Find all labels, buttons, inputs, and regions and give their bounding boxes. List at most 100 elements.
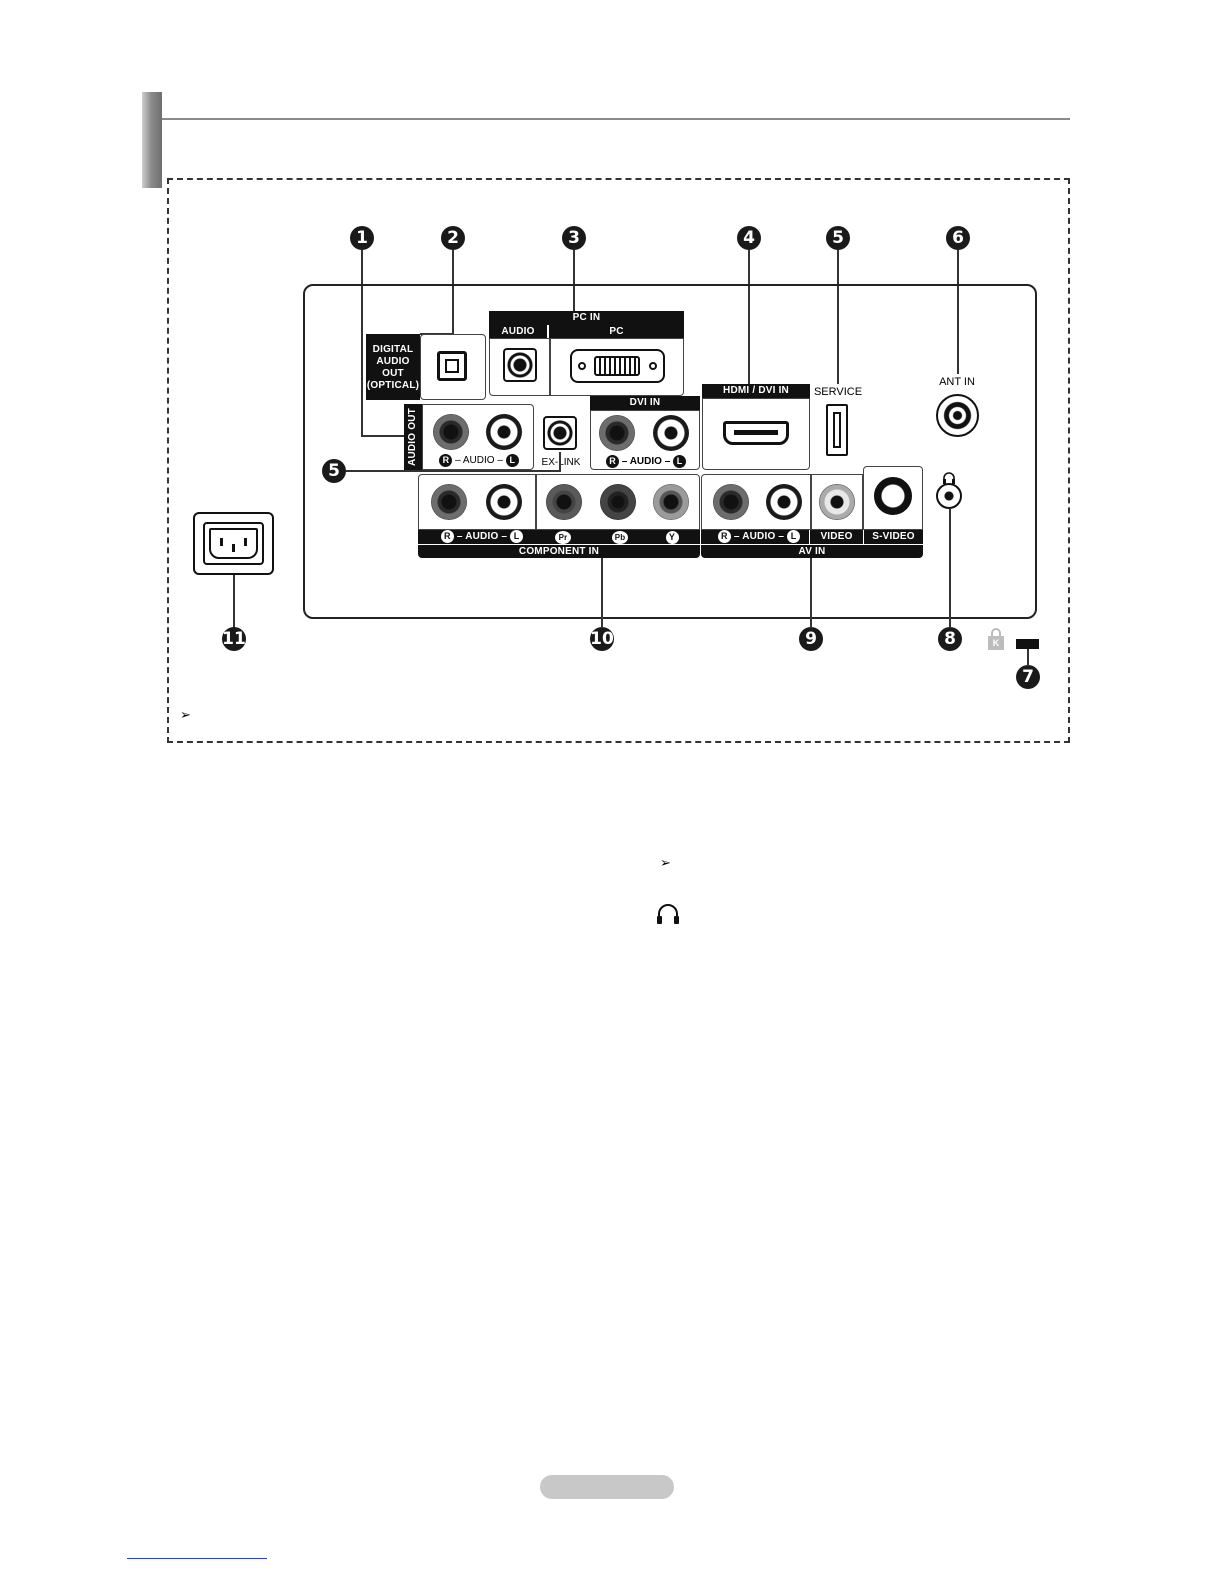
av-in-label: AV IN — [701, 544, 923, 558]
audio-out-row-label: R – AUDIO – L — [429, 454, 529, 468]
footer-link-underline[interactable] — [127, 1558, 267, 1559]
digital-audio-out-line-2: AUDIO — [366, 356, 420, 368]
component-in-label: COMPONENT IN — [418, 544, 700, 558]
leader-7 — [1027, 648, 1029, 666]
section-sidebar-bar — [142, 92, 162, 188]
l-badge: L — [506, 454, 519, 467]
component-box — [418, 474, 700, 530]
av-r-badge: R — [718, 530, 731, 543]
av-label-strip: R – AUDIO – L VIDEO S-VIDEO AV IN — [701, 530, 923, 558]
component-audio-text: – AUDIO – — [457, 531, 507, 542]
leader-9 — [810, 558, 812, 628]
ant-in-label: ANT IN — [927, 376, 987, 390]
audio-out-label: AUDIO OUT — [405, 404, 421, 470]
callout-1: 1 — [350, 226, 374, 250]
ant-in-port[interactable] — [936, 394, 979, 437]
callout-2: 2 — [441, 226, 465, 250]
pc-label: PC — [549, 325, 684, 338]
service-label: SERVICE — [808, 386, 868, 400]
callout-10: 10 — [590, 627, 614, 651]
callout-3: 3 — [562, 226, 586, 250]
av-video-jack[interactable] — [819, 484, 855, 520]
pr-badge-wrap: Pr — [551, 531, 575, 543]
leader-11 — [233, 575, 235, 628]
callout-9: 9 — [799, 627, 823, 651]
component-audio-row: R – AUDIO – L — [432, 530, 532, 544]
hdmi-port[interactable] — [723, 421, 789, 445]
s-video-box — [863, 466, 923, 530]
av-l-badge: L — [787, 530, 800, 543]
component-pb-jack[interactable] — [600, 484, 636, 520]
av-audio-row: R – AUDIO – L — [711, 530, 807, 544]
component-label-strip: R – AUDIO – L Pr Pb Y COMPONENT IN — [418, 530, 700, 558]
component-audio-r-jack[interactable] — [431, 484, 467, 520]
pr-badge: Pr — [555, 531, 571, 544]
av-box — [701, 474, 863, 530]
dvi-l-badge: L — [673, 455, 686, 468]
component-audio-l-jack[interactable] — [486, 484, 522, 520]
audio-out-l-jack[interactable] — [486, 414, 522, 450]
leader-8 — [949, 509, 951, 628]
digital-audio-out-label: DIGITAL AUDIO OUT (OPTICAL) — [366, 334, 420, 400]
digital-audio-out-line-1: DIGITAL — [366, 344, 420, 356]
pc-in-label: PC IN — [489, 311, 684, 325]
headphone-jack[interactable] — [936, 483, 962, 509]
leader-10 — [601, 558, 603, 628]
pc-audio-port-box — [489, 338, 550, 396]
kensington-slot[interactable] — [1016, 639, 1039, 649]
note-arrow-icon: ➢ — [180, 708, 200, 724]
hdmi-port-box — [702, 398, 810, 470]
video-label: VIDEO — [809, 530, 863, 544]
service-usb-port[interactable] — [826, 404, 848, 456]
digital-audio-out-line-4: (OPTICAL) — [366, 380, 420, 392]
kensington-lock-icon: K — [988, 628, 1004, 650]
optical-port[interactable] — [437, 351, 467, 381]
vga-port[interactable] — [570, 349, 665, 383]
callout-6: 6 — [946, 226, 970, 250]
audio-out-r-jack[interactable] — [433, 414, 469, 450]
leader-5-ex-link-b — [559, 452, 561, 472]
callout-7: 7 — [1016, 665, 1040, 689]
callout-5: 5 — [826, 226, 850, 250]
optical-port-box — [420, 334, 486, 400]
dvi-audio-l-jack[interactable] — [653, 415, 689, 451]
callout-5-ex-link: 5 — [322, 459, 346, 483]
s-video-port[interactable] — [874, 477, 912, 515]
callout-8: 8 — [938, 627, 962, 651]
ex-link-label: EX-LINK — [534, 457, 588, 471]
av-audio-l-jack[interactable] — [766, 484, 802, 520]
note-arrow-icon-2: ➢ — [660, 856, 680, 872]
comp-r-badge: R — [441, 530, 454, 543]
y-badge-wrap: Y — [664, 531, 680, 543]
audio-out-row-text: – AUDIO – — [455, 455, 503, 466]
r-badge: R — [439, 454, 452, 467]
component-y-jack[interactable] — [653, 484, 689, 520]
audio-out-label-bg: AUDIO OUT — [404, 404, 422, 470]
callout-4: 4 — [737, 226, 761, 250]
dvi-audio-row-text: – AUDIO – — [622, 456, 671, 467]
hdmi-dvi-in-label: HDMI / DVI IN — [702, 384, 810, 398]
power-socket[interactable] — [193, 512, 274, 575]
pc-audio-jack[interactable] — [503, 348, 537, 382]
kensington-k-letter: K — [988, 636, 1004, 650]
y-badge: Y — [666, 531, 679, 544]
av-audio-text: – AUDIO – — [734, 531, 784, 542]
component-pr-jack[interactable] — [546, 484, 582, 520]
s-video-label: S-VIDEO — [863, 530, 923, 544]
pc-port-box — [550, 338, 684, 396]
dvi-r-badge: R — [606, 455, 619, 468]
pb-badge: Pb — [612, 531, 628, 544]
ex-link-port[interactable] — [543, 416, 577, 450]
callout-11: 11 — [222, 627, 246, 651]
dvi-audio-row-label: R – AUDIO – L — [594, 455, 698, 469]
digital-audio-out-line-3: OUT — [366, 368, 420, 380]
pb-badge-wrap: Pb — [608, 531, 632, 543]
dvi-audio-r-jack[interactable] — [599, 415, 635, 451]
av-audio-r-jack[interactable] — [713, 484, 749, 520]
pc-audio-label: AUDIO — [489, 325, 549, 338]
dvi-audio-box: R – AUDIO – L — [590, 410, 700, 470]
headphone-icon — [655, 902, 681, 926]
page-number-pill — [540, 1475, 674, 1499]
leader-5-ex-link — [346, 470, 560, 472]
audio-out-box: R – AUDIO – L — [422, 404, 534, 470]
